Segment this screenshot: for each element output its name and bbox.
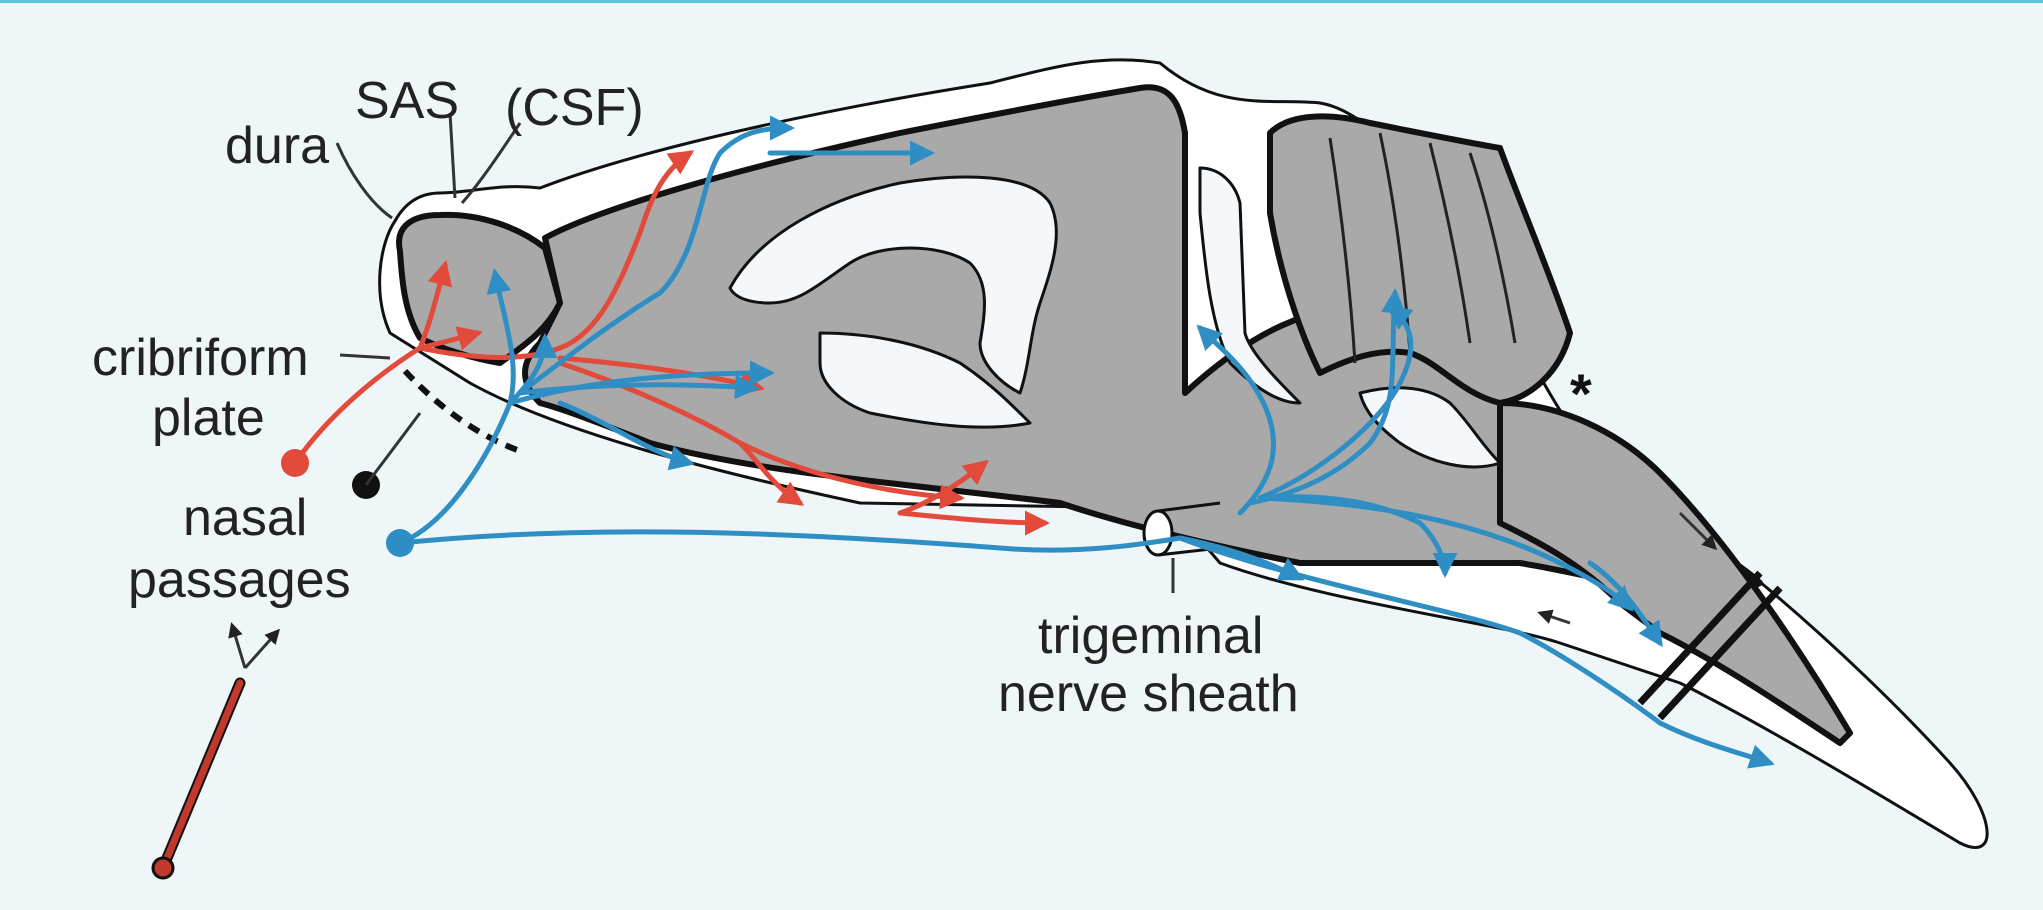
label-plate: plate	[152, 389, 265, 447]
brain-diagram: dura SAS (CSF) cribriform plate nasal pa…	[0, 3, 2043, 910]
red-source-dot	[281, 449, 309, 477]
pipette-fill	[165, 683, 240, 863]
label-sas: SAS	[355, 72, 459, 130]
label-nasal: nasal	[183, 489, 307, 547]
label-trigeminal: trigeminal	[1038, 607, 1263, 665]
trigeminal-sheath	[1144, 511, 1172, 555]
label-passages: passages	[128, 551, 351, 609]
pipette-tip	[153, 858, 173, 878]
label-nerve-sheath: nerve sheath	[998, 665, 1299, 723]
label-dura: dura	[225, 117, 329, 175]
label-csf: (CSF)	[505, 79, 644, 137]
blue-source-dot	[386, 529, 414, 557]
label-asterisk: *	[1570, 362, 1592, 425]
cerebellum	[1270, 116, 1570, 403]
label-cribriform: cribriform	[92, 329, 309, 387]
